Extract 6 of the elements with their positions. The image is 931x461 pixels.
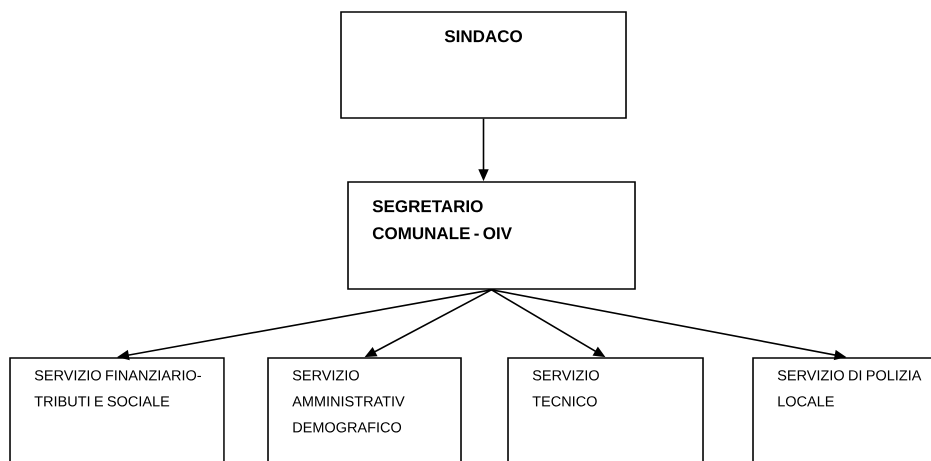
org-box: SERVIZIO DI POLIZIA LOCALE (752, 357, 931, 461)
org-box: SEGRETARIO COMUNALE - OIV (347, 181, 636, 290)
org-box: SERVIZIO AMMINISTRATIV DEMOGRAFICO (267, 357, 462, 461)
org-box: SERVIZIO TECNICO (507, 357, 704, 461)
org-box: SINDACO (340, 11, 627, 119)
org-box: SERVIZIO FINANZIARIO- TRIBUTI E SOCIALE (9, 357, 225, 461)
